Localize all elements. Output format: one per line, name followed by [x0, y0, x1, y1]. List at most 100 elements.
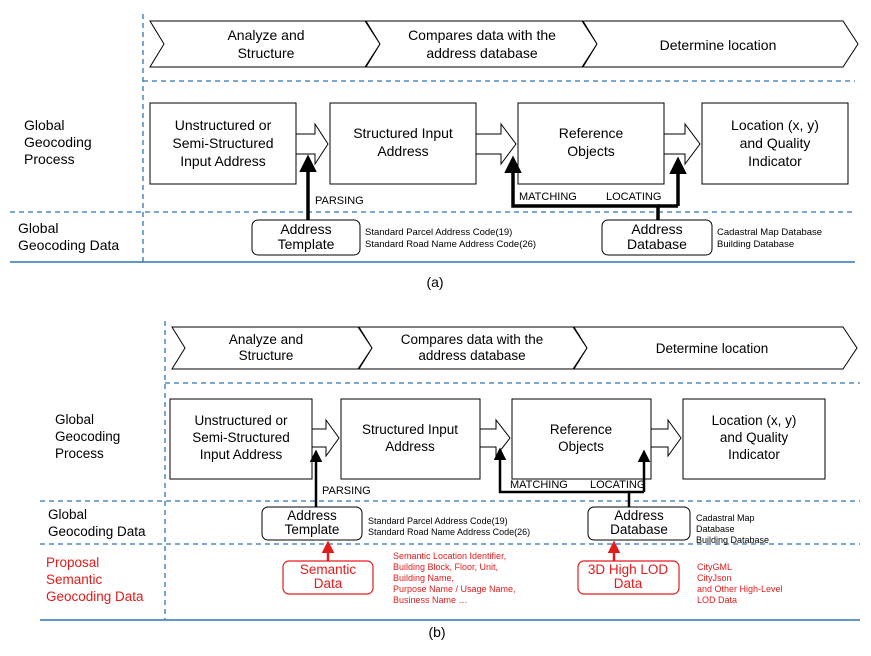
text-line: Data — [614, 576, 643, 591]
box-input-address — [149, 102, 297, 185]
text-line: Location (x, y) — [712, 413, 797, 428]
stage-chevron-determine — [573, 326, 858, 370]
text-line: Objects — [567, 143, 614, 159]
text-line: Semantic — [46, 572, 103, 587]
text-line: LOD Data — [697, 595, 737, 605]
text-line: Geocoding Data — [48, 524, 146, 539]
text-line: Semi-Structured — [192, 430, 290, 445]
text-line: Process — [24, 151, 75, 167]
text-line: Database — [627, 236, 687, 252]
semantic-notes: Semantic Location Identifier,Building Bl… — [393, 551, 516, 605]
text-line: Address — [614, 508, 664, 523]
text-line: Template — [278, 236, 335, 252]
text-line: Geocoding — [24, 134, 92, 150]
stage-label-compare: Compares data with the address database — [408, 27, 556, 61]
text-line: Determine location — [660, 37, 777, 53]
stage-label-determine: Determine location — [660, 37, 777, 53]
template-notes: Standard Parcel Address Code(19)Standard… — [365, 227, 536, 250]
text-line: 3D High LOD — [588, 562, 669, 577]
stage-chevron-compare — [358, 326, 588, 370]
text-line: Address — [287, 508, 337, 523]
semantic-data-box — [282, 560, 374, 595]
text-line: Unstructured or — [194, 413, 288, 428]
text-line: Data — [314, 576, 343, 591]
matching-arrow — [504, 155, 660, 220]
text-line: Building Name, — [393, 573, 454, 583]
caption-b: (b) — [428, 624, 445, 640]
parsing-label: PARSING — [315, 195, 364, 207]
text-line: Cadastral Map — [696, 513, 755, 523]
text-line: Process — [55, 446, 104, 461]
text-line: Input Address — [180, 153, 266, 169]
text-line: Template — [285, 522, 340, 537]
box-location — [682, 398, 826, 480]
matching-label: MATCHING — [519, 191, 577, 203]
box-reference-objects — [511, 398, 652, 480]
text-line: Building Block, Floor, Unit, — [393, 562, 498, 572]
text-line: address database — [426, 45, 538, 61]
stage-chevron-compare — [365, 20, 598, 68]
address-database-box — [587, 506, 691, 541]
text-line: Building Database — [696, 535, 769, 545]
text-line: Database — [610, 522, 668, 537]
text-line: Proposal — [46, 555, 99, 570]
text-line: Global — [18, 220, 58, 236]
text-line: Address — [377, 143, 428, 159]
flow-arrow — [479, 418, 511, 458]
text-line: Address — [280, 221, 331, 237]
flow-arrow — [311, 418, 340, 458]
address-template-box — [261, 506, 363, 541]
text-line: Objects — [558, 439, 604, 454]
text-line: Compares data with the — [408, 27, 556, 43]
text-line: Structured Input — [353, 125, 453, 141]
text-line: Address — [631, 221, 682, 237]
matching-label: MATCHING — [510, 479, 568, 491]
text-line: Address — [385, 439, 435, 454]
text-line: Database — [696, 524, 735, 534]
box-location — [701, 102, 849, 185]
text-line: Geocoding — [55, 429, 120, 444]
text-line: Input Address — [200, 447, 283, 462]
text-line: Standard Road Name Address Code(26) — [368, 527, 530, 537]
text-line: Geocoding Data — [46, 589, 144, 604]
text-line: Structure — [238, 45, 295, 61]
text-line: Unstructured or — [175, 117, 272, 133]
text-line: Geocoding Data — [18, 237, 119, 253]
text-line: Analyze and — [229, 332, 303, 347]
text-line: Indicator — [748, 153, 802, 169]
text-line: Global — [24, 117, 64, 133]
address-template-box — [251, 219, 361, 256]
text-line: Cadastral Map Database — [717, 227, 822, 238]
stage-chevron-determine — [582, 20, 859, 68]
stage-chevron-analyze — [149, 20, 381, 68]
text-line: Standard Parcel Address Code(19) — [368, 516, 508, 526]
text-line: Analyze and — [227, 27, 304, 43]
text-line: address database — [418, 348, 525, 363]
matching-arrow — [493, 447, 631, 507]
parsing-label: PARSING — [322, 485, 371, 497]
locating-label: LOCATING — [606, 191, 661, 203]
text-line: CityGML — [697, 562, 732, 572]
text-line: and Quality — [720, 430, 789, 445]
stage-chevron-analyze — [171, 326, 373, 370]
text-line: Structured Input — [362, 422, 458, 437]
text-line: CityJson — [697, 573, 732, 583]
stage-label-determine: Determine location — [656, 341, 769, 356]
flow-arrow — [475, 122, 517, 166]
flow-arrow — [295, 122, 329, 166]
